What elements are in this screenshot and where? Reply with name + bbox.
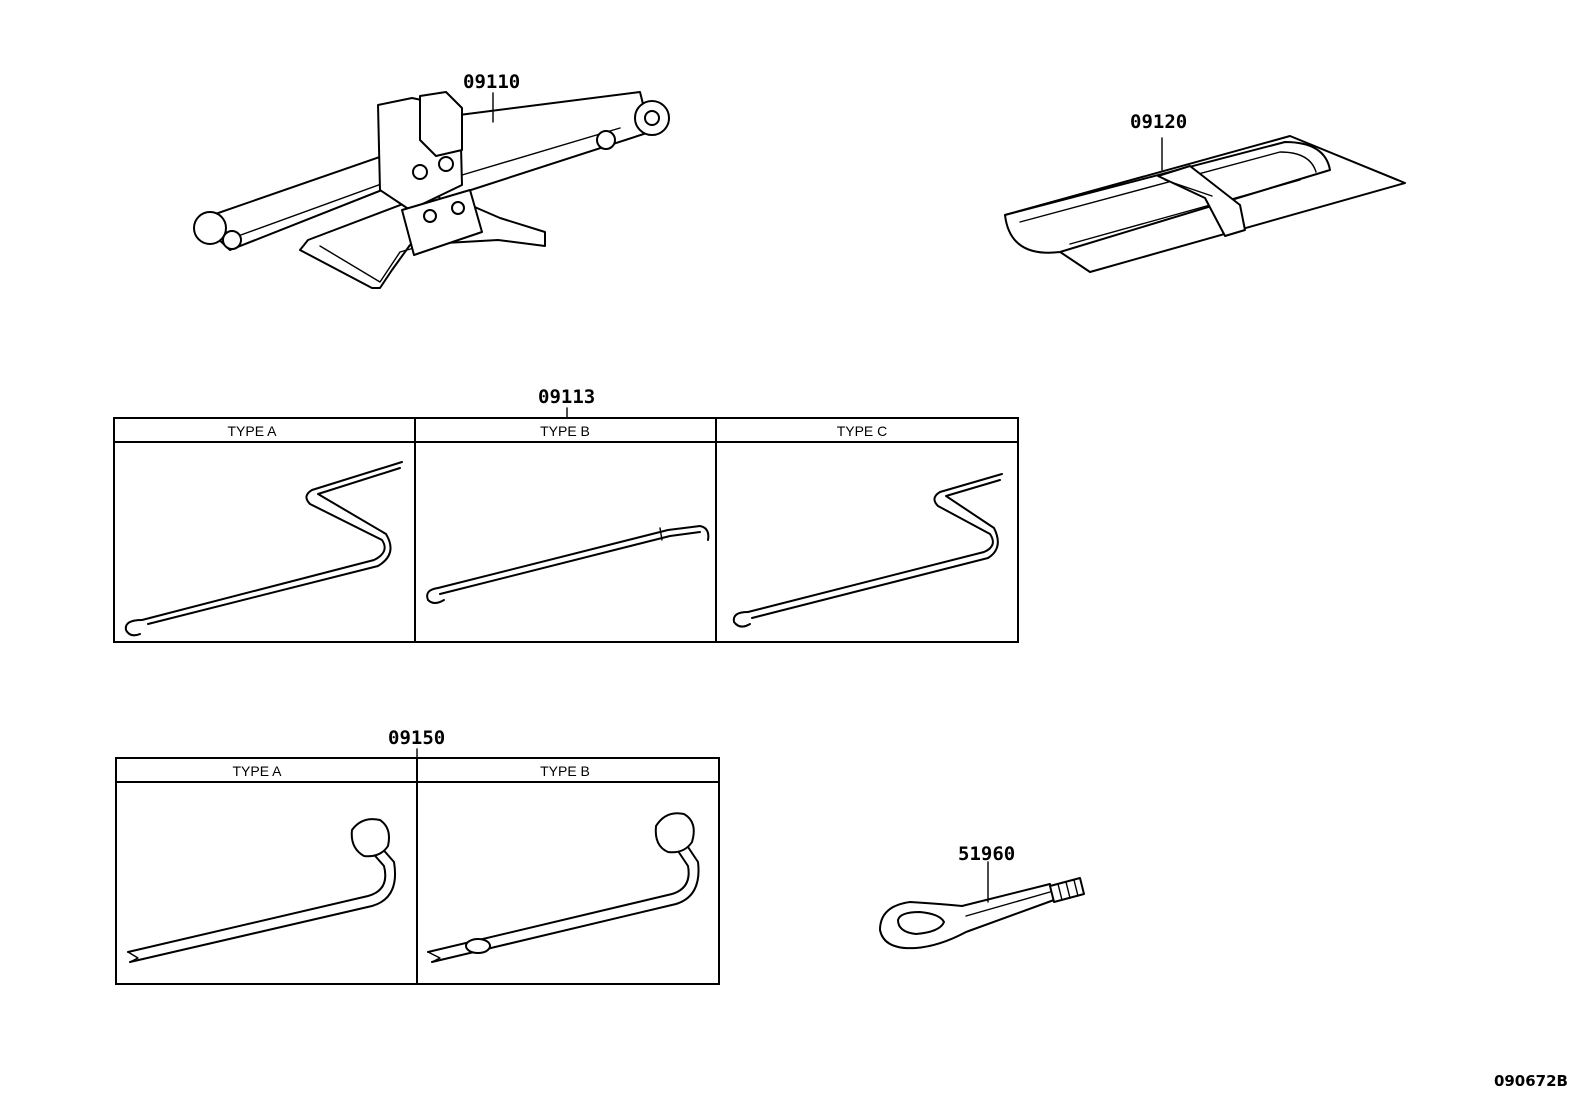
part-number-jack: 09110 xyxy=(463,71,520,93)
jack-handle-type-a-label: TYPE A xyxy=(227,423,277,439)
wrench-type-b xyxy=(427,812,700,963)
jack-illustration xyxy=(193,91,670,289)
tool-bag-illustration xyxy=(1004,135,1406,273)
towing-eye-illustration xyxy=(879,861,1085,950)
part-number-tool-bag: 09120 xyxy=(1130,111,1187,133)
jack-handle-type-b xyxy=(426,525,710,604)
part-number-wrench: 09150 xyxy=(388,727,445,749)
jack-handle-type-c-label: TYPE C xyxy=(837,423,888,439)
wrench-type-a xyxy=(127,818,396,963)
part-number-towing-eye: 51960 xyxy=(958,843,1015,865)
illustration-code: 090672B xyxy=(1494,1072,1568,1090)
jack-handle-type-a xyxy=(124,461,403,637)
jack-handle-table xyxy=(113,417,1019,643)
part-number-jack-handle: 09113 xyxy=(538,386,595,408)
jack-handle-type-c xyxy=(732,473,1003,628)
wrench-type-a-label: TYPE A xyxy=(232,763,282,779)
wrench-type-b-label: TYPE B xyxy=(540,763,590,779)
jack-handle-type-b-label: TYPE B xyxy=(540,423,590,439)
wrench-table xyxy=(115,757,720,985)
